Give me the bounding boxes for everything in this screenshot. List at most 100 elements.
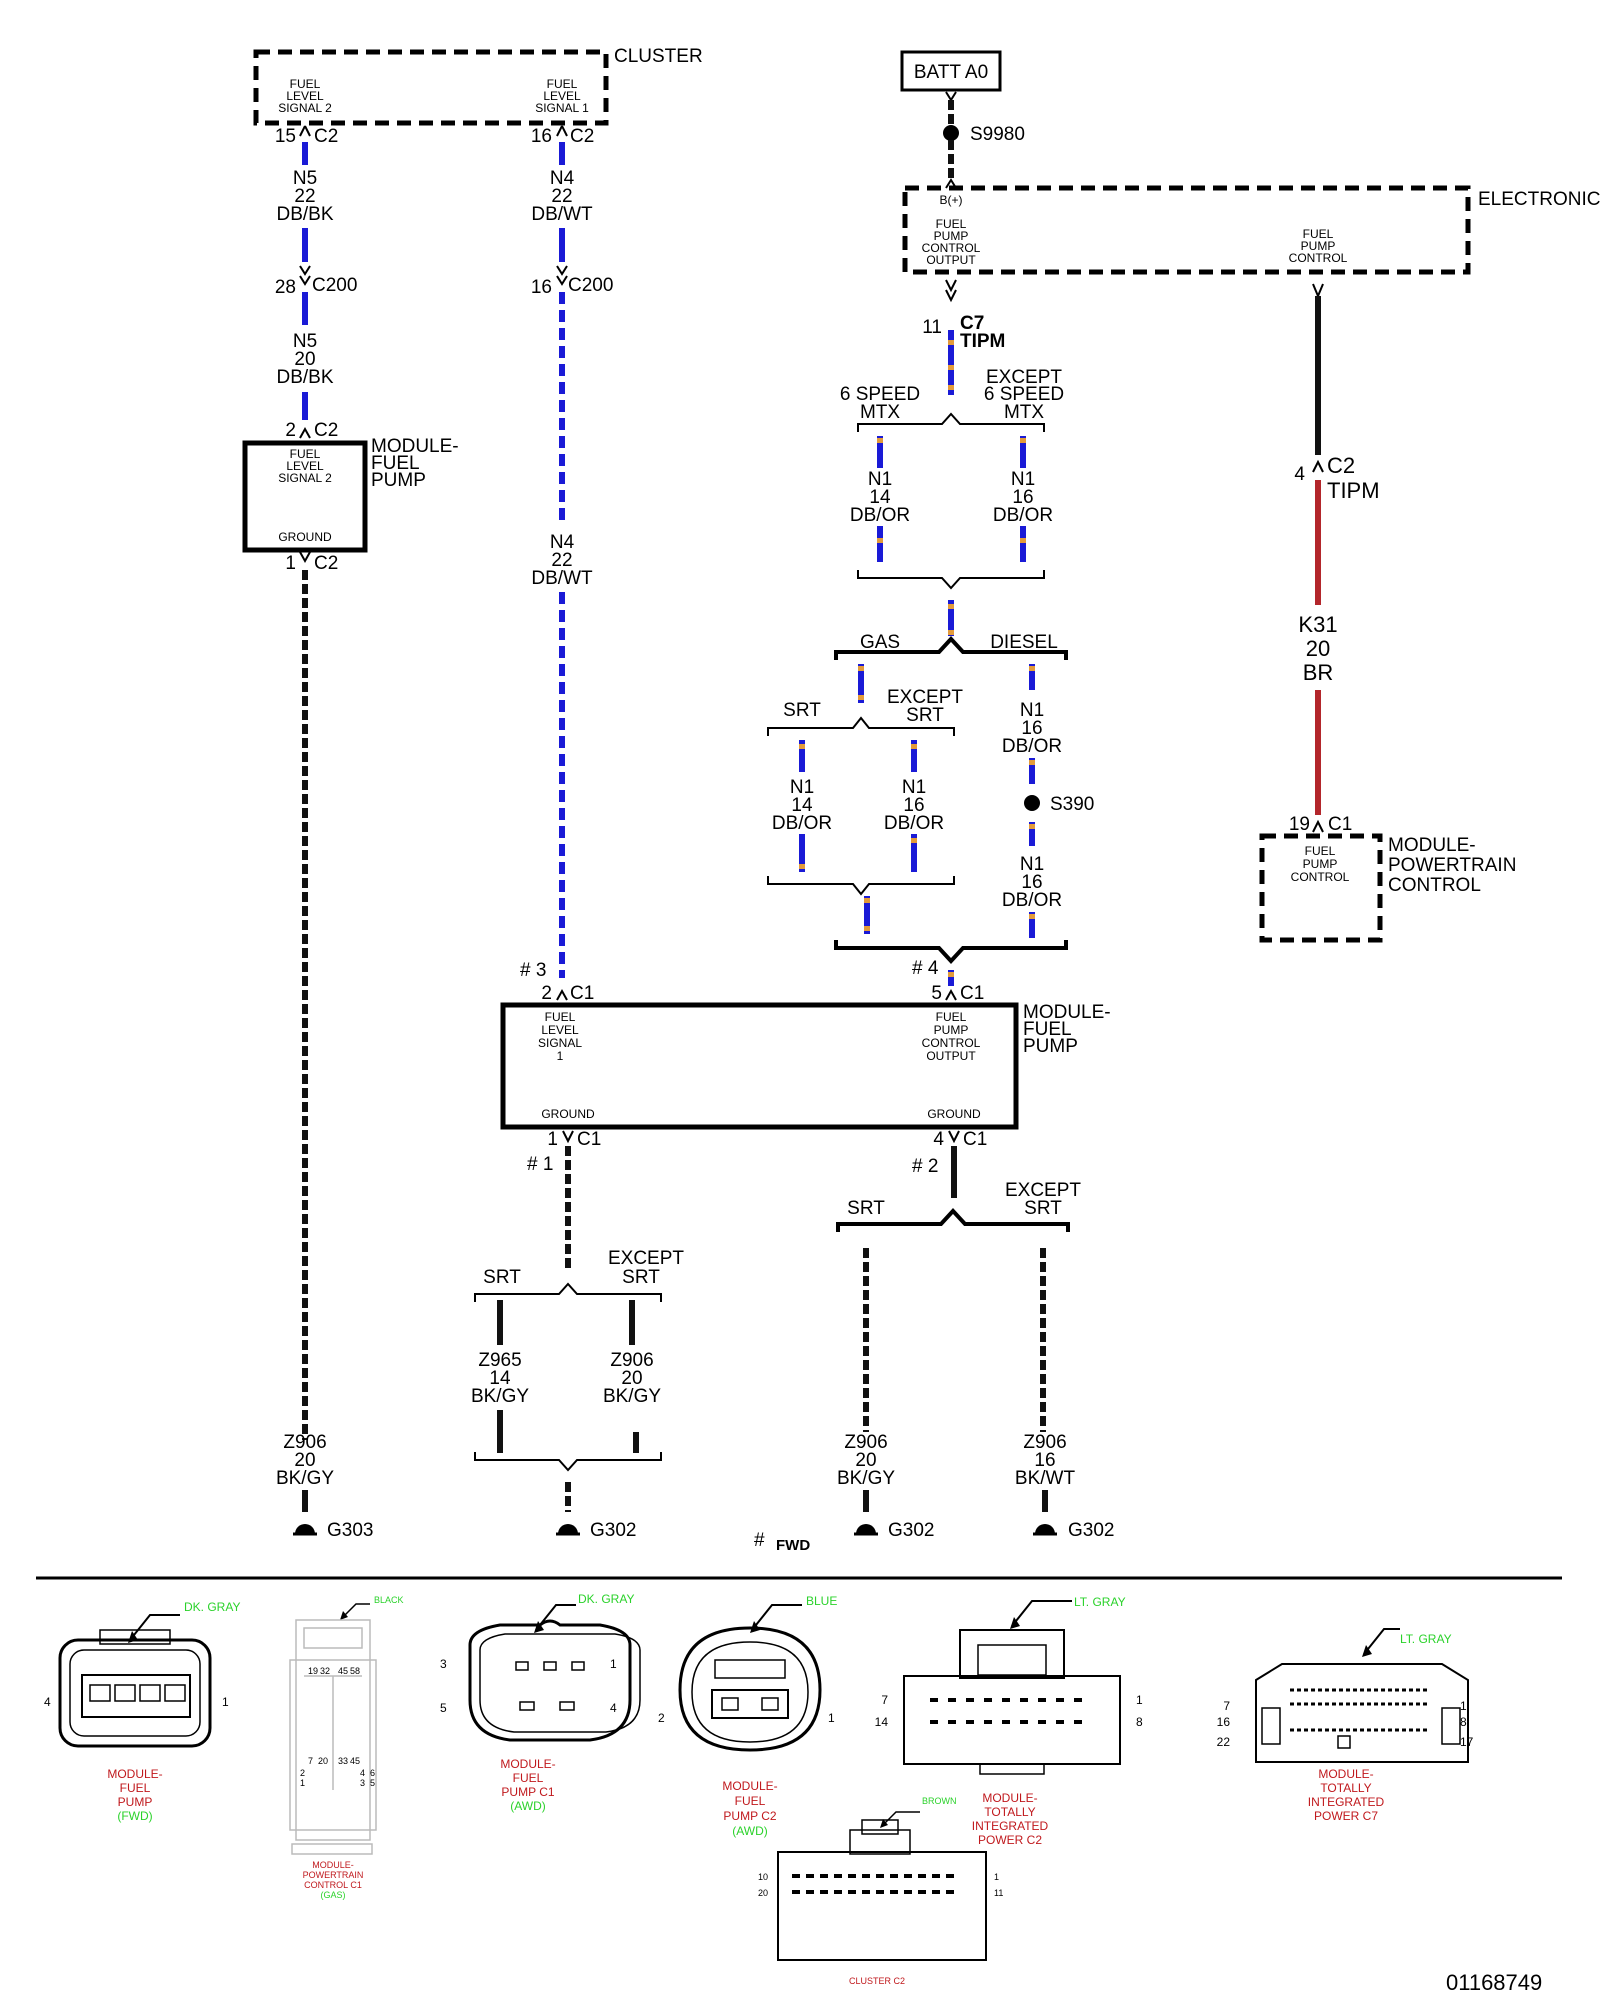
pin-4-c2: 4: [1294, 464, 1305, 485]
wire-n1-tipm: 11 C7 TIPM 6 SPEED MTX EXCEPT 6 SPEED MT…: [767, 279, 1094, 1004]
wire-z906d-3: BK/WT: [1015, 1468, 1076, 1489]
v7-color: LT. GRAY: [1400, 1632, 1452, 1646]
wire-z906b-1: Z906: [610, 1350, 653, 1371]
tipm-left-2: PUMP: [934, 229, 969, 243]
conn-c1-19: C1: [1328, 814, 1352, 835]
pin-28: 28: [275, 277, 296, 298]
wire-n1-14-1: N1: [868, 469, 892, 490]
conn-c200-16: C200: [568, 275, 613, 296]
opt-x6mtx-3: MTX: [1004, 402, 1044, 423]
v4-name-2: FUEL: [735, 1794, 766, 1808]
cluster-pin-right-1: FUEL: [547, 77, 578, 91]
wire-n1-16xsrt-2: 16: [903, 795, 924, 816]
v5-pin-11: 11: [994, 1888, 1003, 1898]
v1-pin-1: 1: [222, 1695, 229, 1709]
v2-right-5: 5: [370, 1778, 375, 1788]
mfp-small-pin-2: LEVEL: [286, 459, 324, 473]
v4-name-3: PUMP C2: [723, 1809, 776, 1823]
v1-color: DK. GRAY: [184, 1600, 240, 1614]
conn-c2-15: C2: [314, 126, 338, 147]
tipm-left-1: FUEL: [936, 217, 967, 231]
v1-variant: (FWD): [117, 1809, 152, 1823]
v2-mid-20: 20: [318, 1756, 328, 1766]
opt-x6mtx-2: 6 SPEED: [984, 384, 1064, 405]
v7-pin-8: 8: [1460, 1715, 1467, 1729]
v1-name-3: PUMP: [118, 1795, 153, 1809]
cluster-pin-left-3: SIGNAL 2: [278, 101, 332, 115]
v4-pin-2: 2: [658, 1711, 665, 1725]
v6-name-3: INTEGRATED: [972, 1819, 1049, 1833]
opt-diesel: DIESEL: [990, 632, 1058, 653]
pin-1-c1: 1: [547, 1129, 558, 1150]
wire-n4a-1: N4: [550, 168, 575, 189]
opt-gas: GAS: [860, 632, 900, 653]
conn-c1-5: C1: [960, 983, 984, 1004]
battery-feed: BATT A0 S9980: [900, 50, 1025, 189]
v2-right-4: 4: [360, 1768, 365, 1778]
pin-16: 16: [531, 126, 552, 147]
connector-view-pcm-c1: BLACK 19 32 45 58 7 20 33 45 2 1 4 6 3 5…: [289, 1595, 404, 1900]
document-number: 01168749: [1446, 1970, 1542, 1995]
tipm-box: [902, 185, 1471, 275]
note-2: # 2: [912, 1156, 938, 1177]
v2-top-58: 58: [350, 1666, 360, 1676]
mfp-small-pin-1: FUEL: [290, 447, 321, 461]
v2-right-6: 6: [370, 1768, 375, 1778]
wire-n5a-1: N5: [293, 168, 317, 189]
v3-name-2: FUEL: [513, 1771, 544, 1785]
pcm-title-1: MODULE-: [1388, 835, 1476, 856]
pcm-pin-3: CONTROL: [1291, 870, 1350, 884]
mfp-main-title-2: FUEL: [1023, 1019, 1072, 1040]
pin-19: 19: [1289, 814, 1310, 835]
mfp-main-right-1: FUEL: [936, 1010, 967, 1024]
note-1: # 1: [527, 1154, 553, 1175]
opt-xsrt3-2: SRT: [1024, 1198, 1062, 1219]
wire-n1-14srt-2: 14: [791, 795, 813, 816]
wire-n1-16d-3: DB/OR: [1002, 736, 1062, 757]
v2-left-2: 2: [300, 1768, 305, 1778]
electronic-label: ELECTRONIC: [1478, 189, 1600, 210]
pin-4-c1: 4: [933, 1129, 944, 1150]
conn-c2-2: C2: [314, 420, 338, 441]
v6-pin-1: 1: [1136, 1693, 1143, 1707]
mfp-small-title-2: FUEL: [371, 453, 420, 474]
wire-z906c-3: BK/GY: [837, 1468, 895, 1489]
v7-pin-16: 16: [1217, 1715, 1231, 1729]
fwd-note: FWD: [776, 1537, 810, 1554]
opt-xsrt2-1: EXCEPT: [608, 1248, 684, 1269]
wire-z906b-3: BK/GY: [603, 1386, 661, 1407]
v5-color: BROWN: [922, 1796, 957, 1806]
wire-z906a-2: 20: [294, 1450, 315, 1471]
cluster-pin-right-2: LEVEL: [543, 89, 581, 103]
mfp-small-title-3: PUMP: [371, 470, 426, 491]
wire-n5a-3: DB/BK: [276, 204, 333, 225]
module-powertrain-control: FUEL PUMP CONTROL MODULE- POWERTRAIN CON…: [1259, 833, 1516, 943]
wire-n1-16-1: N1: [1011, 469, 1035, 490]
v7-name-4: POWER C7: [1314, 1809, 1378, 1823]
connector-view-fuel-pump-c2: BLUE 2 1 MODULE- FUEL PUMP C2 (AWD): [658, 1594, 837, 1838]
opt-srt1: SRT: [783, 700, 821, 721]
wire-n1-14-3: DB/OR: [850, 505, 910, 526]
v3-variant: (AWD): [510, 1799, 546, 1813]
v7-pin-22: 22: [1217, 1735, 1231, 1749]
tipm-right-3: CONTROL: [1289, 251, 1348, 265]
opt-xsrt1-2: SRT: [906, 705, 944, 726]
opt-xsrt3-1: EXCEPT: [1005, 1180, 1081, 1201]
module-fuel-pump-main: FUEL LEVEL SIGNAL 1 FUEL PUMP CONTROL OU…: [500, 1002, 1111, 1130]
wire-n4b-3: DB/WT: [531, 568, 593, 589]
v6-pin-14: 14: [875, 1715, 889, 1729]
v6-pin-7: 7: [881, 1693, 888, 1707]
opt-srt2: SRT: [483, 1267, 521, 1288]
wire-z906d-1: Z906: [1023, 1432, 1066, 1453]
conn-c2-16: C2: [570, 126, 594, 147]
pcm-title-2: POWERTRAIN: [1388, 855, 1516, 876]
connector-view-cluster-c2: BROWN 10 1 20 11 CLUSTER C2: [758, 1796, 1003, 1986]
note-4: # 4: [912, 958, 939, 979]
tipm-bplus: B(+): [939, 193, 962, 207]
wire-n1-16d2-3: DB/OR: [1002, 890, 1062, 911]
wire-k31-2: 20: [1306, 636, 1330, 661]
wire-n5b-1: N5: [293, 331, 317, 352]
conn-c200-28: C200: [312, 275, 357, 296]
tipm-left-3: CONTROL: [922, 241, 981, 255]
v1-name-2: FUEL: [120, 1781, 151, 1795]
